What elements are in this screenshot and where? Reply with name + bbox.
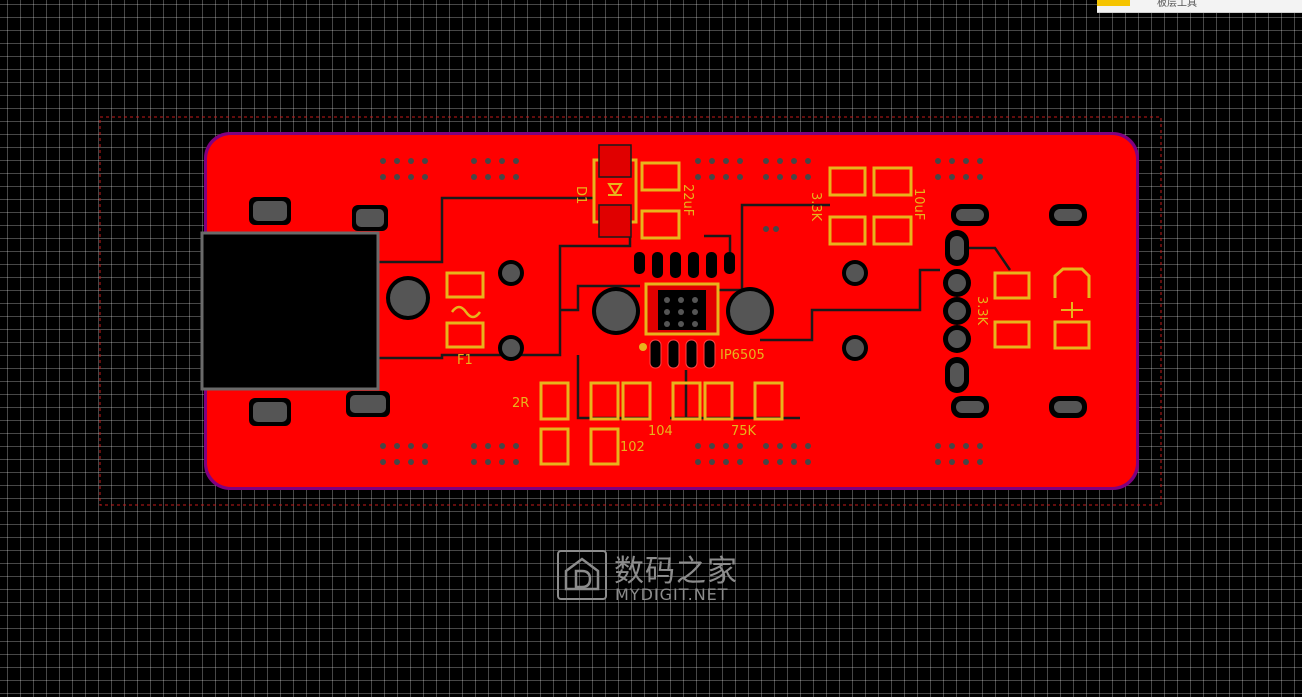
resistor-2r[interactable] [539,381,620,421]
via-array-bottom-1 [380,443,428,465]
ic-ip6505[interactable] [634,252,735,369]
via-array-bottom-5 [935,443,983,465]
via-array-top-1 [380,158,428,180]
label-3k3-b: 3.3K [974,296,989,326]
capacitor-22uf[interactable] [640,161,681,240]
via-array-top-2 [471,158,519,180]
active-layer-swatch[interactable] [1097,0,1130,6]
pin1-marker [639,343,647,351]
label-d1: D1 [573,186,588,204]
layer-toolbar-strip[interactable]: 板层工具 [1097,0,1302,13]
diode-d1[interactable] [592,144,638,238]
label-104: 104 [648,424,673,439]
through-holes [498,260,868,361]
label-22uf: 22uF [680,184,695,216]
label-2r: 2R [512,396,529,411]
ic-pin [649,339,662,369]
mydigit-logo-icon [557,550,607,600]
led-indicator[interactable] [1053,267,1091,350]
ic-pin [703,339,716,369]
label-ip6505: IP6505 [720,348,765,363]
via-array-top-3 [695,158,743,180]
capacitor-104[interactable] [621,381,702,421]
ic-pin [652,252,663,278]
ic-pin [724,252,735,274]
capacitor-10uf[interactable] [872,166,913,246]
resistor-3k3-b[interactable] [993,271,1031,349]
watermark-subtitle: MYDIGIT.NET [615,585,729,604]
keepout-outline [99,116,1162,506]
via-array-top-4 [763,158,811,180]
resistor-75k[interactable] [703,381,784,421]
label-75k: 75K [731,424,757,439]
watermark-title: 数码之家 [614,554,738,589]
fuse-f1[interactable] [445,271,485,349]
ic-pin [685,339,698,369]
ic-pin [670,252,681,278]
ic-pin [688,252,699,278]
label-102: 102 [620,440,645,455]
label-10uf: 10uF [911,188,926,220]
ic-pin [667,339,680,369]
toolbar-strip-text: 板层工具 [1157,0,1197,9]
right-connector[interactable] [943,204,1087,418]
via-array-bottom-3 [695,443,743,465]
via-array-bottom-4 [763,443,811,465]
via-arrays [380,158,983,465]
resistor-3k3-a[interactable] [828,166,867,246]
ic-pin [634,252,645,274]
ic-pin [706,252,717,278]
via-array-bottom-2 [471,443,519,465]
label-f1: F1 [457,353,473,368]
trace-outlines [378,196,1012,420]
label-3k3-a: 3.3K [808,192,823,222]
capacitor-102[interactable] [539,427,620,466]
via-array-top-5 [935,158,983,180]
via-pair-center [763,226,779,232]
usb-connector[interactable] [200,197,430,426]
